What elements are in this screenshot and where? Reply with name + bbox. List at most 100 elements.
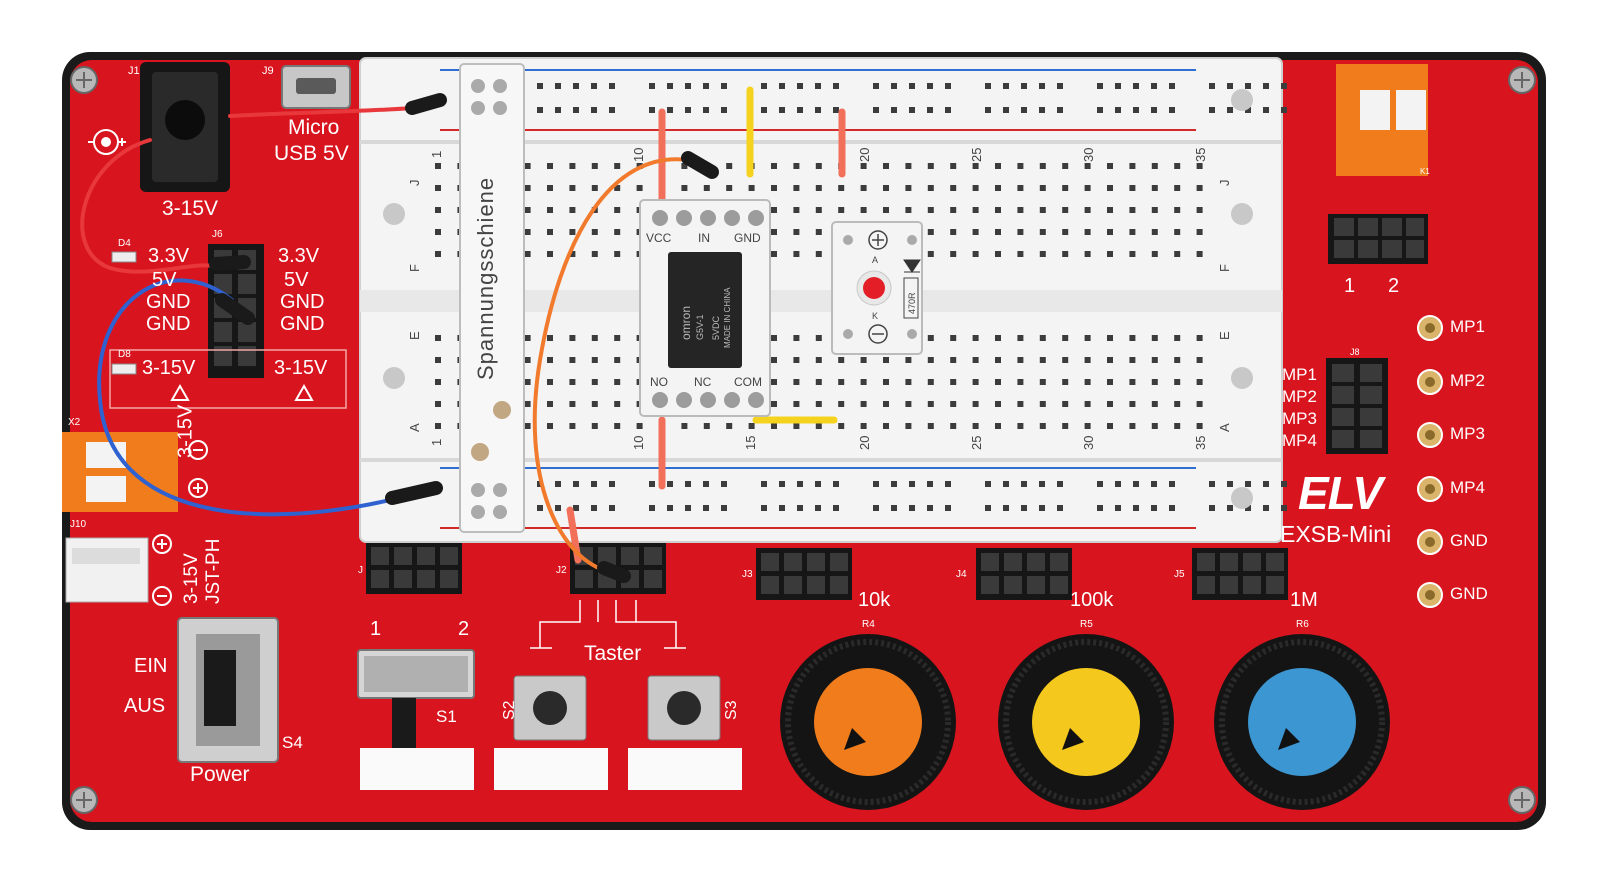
ref-j4: J4 (956, 569, 967, 580)
slide-switch-s1 (357, 649, 475, 752)
jst-line1: 3-15V (181, 553, 202, 604)
col-label-1-top: 1 (429, 150, 444, 158)
rail-right-gnd1: GND (280, 291, 325, 313)
ref-j3: J3 (742, 569, 753, 580)
ref-j1: J1 (128, 65, 140, 77)
header-k1 (1328, 214, 1428, 264)
pad-label-gnd1: GND (1450, 531, 1488, 550)
ref-j2: J2 (556, 565, 567, 576)
warning-icon (170, 383, 190, 401)
label-blank (360, 748, 474, 790)
col-label-20-top: 20 (857, 147, 872, 162)
ref-j-bottom: J (358, 565, 363, 576)
pin-header (976, 548, 1072, 600)
row-label-e-left: E (407, 331, 422, 340)
usb-label-line2: USB 5V (274, 142, 349, 165)
potentiometer-r4 (780, 634, 956, 810)
rail-left-gnd1: GND (146, 291, 191, 313)
relay-origin: MADE IN CHINA (723, 287, 732, 348)
ref-x2: X2 (68, 417, 81, 428)
pad-label-gnd2: GND (1450, 584, 1488, 603)
plus-icon (188, 478, 208, 498)
ref-s1: S1 (436, 707, 457, 726)
jst-line2: JST-PH (203, 538, 224, 604)
pad-label-mp4: MP4 (1450, 478, 1485, 497)
ref-s3: S3 (723, 700, 740, 720)
k1-pin-2: 2 (1388, 275, 1400, 297)
warning-icon (294, 383, 314, 401)
potentiometer-r5 (998, 634, 1174, 810)
col-label-30-top: 30 (1081, 147, 1096, 162)
col-label-25-bottom: 25 (969, 435, 984, 450)
ref-k1: K1 (1420, 167, 1430, 176)
pot-ref-r6: R6 (1296, 619, 1309, 630)
header-j8 (1326, 358, 1388, 454)
rail-left-gnd2: GND (146, 313, 191, 335)
relay-pin-in: IN (698, 231, 710, 245)
brand-logo: ELV (1298, 467, 1383, 519)
ref-j8: J8 (1350, 347, 1360, 357)
ref-j10: J10 (70, 519, 87, 530)
x2-range-label: 3-15V (174, 404, 197, 458)
relay-module (639, 199, 771, 417)
push-button-s2 (513, 675, 587, 741)
relay-pin-vcc: VCC (646, 231, 672, 245)
plus-icon (152, 534, 172, 554)
rail-left-3v3: 3.3V (148, 245, 190, 267)
row-label-f-left: F (407, 264, 422, 272)
pot-value-r5: 100k (1070, 589, 1114, 611)
rail-right-3v3: 3.3V (278, 245, 320, 267)
cable-plugs (209, 93, 719, 583)
switch-off-label: AUS (124, 695, 166, 717)
led-d8 (111, 363, 137, 375)
pot-value-r4: 10k (858, 589, 891, 611)
j8-mp4: MP4 (1282, 431, 1317, 450)
push-button-s3 (647, 675, 721, 741)
col-label-20-bottom: 20 (857, 435, 872, 450)
row-label-f-right: F (1217, 264, 1232, 272)
pot-ref-r5: R5 (1080, 619, 1093, 630)
led-anode-label: A (872, 255, 879, 265)
screw-icon (70, 66, 98, 94)
pin-header (366, 542, 462, 594)
minus-icon (188, 440, 208, 460)
ref-s2: S2 (501, 700, 518, 720)
relay-pin-nc: NC (694, 375, 712, 389)
potentiometer-r6 (1214, 634, 1390, 810)
led-module (831, 221, 923, 355)
power-slide-switch (177, 617, 279, 763)
row-label-a-left: A (407, 423, 422, 432)
j8-mp1: MP1 (1282, 365, 1317, 384)
terminal-block-x2 (62, 432, 178, 512)
rail-right-gnd2: GND (280, 313, 325, 335)
test-pad (1417, 582, 1443, 608)
test-pad (1417, 422, 1443, 448)
relay-pin-no: NO (650, 375, 668, 389)
range-right-label: 3-15V (274, 357, 328, 379)
pad-label-mp3: MP3 (1450, 424, 1485, 443)
test-pad (1417, 369, 1443, 395)
voltage-rail-module (459, 63, 525, 533)
row-label-j-left: J (407, 179, 422, 187)
label-blank (494, 748, 608, 790)
jst-connector (65, 537, 149, 603)
ref-j6: J6 (212, 229, 223, 240)
led-resistor-value: 470R (907, 292, 917, 314)
model-label: EXSB-Mini (1280, 521, 1392, 547)
terminal-block-k1 (1336, 64, 1428, 176)
ref-d8: D8 (118, 349, 131, 360)
pot-ref-r4: R4 (862, 619, 875, 630)
relay-part: G5V-1 (695, 314, 705, 340)
relay-pin-gnd: GND (734, 231, 761, 245)
col-label-1-bottom: 1 (429, 438, 444, 446)
switch-on-label: EIN (134, 655, 168, 677)
pin-header (1192, 548, 1288, 600)
polarity-icon (88, 129, 126, 155)
ref-s4: S4 (282, 733, 303, 752)
rail-right-5v: 5V (284, 269, 309, 291)
test-pad (1417, 315, 1443, 341)
screw-icon (1508, 786, 1536, 814)
row-label-e-right: E (1217, 331, 1232, 340)
led-cathode-label: K (872, 311, 879, 321)
